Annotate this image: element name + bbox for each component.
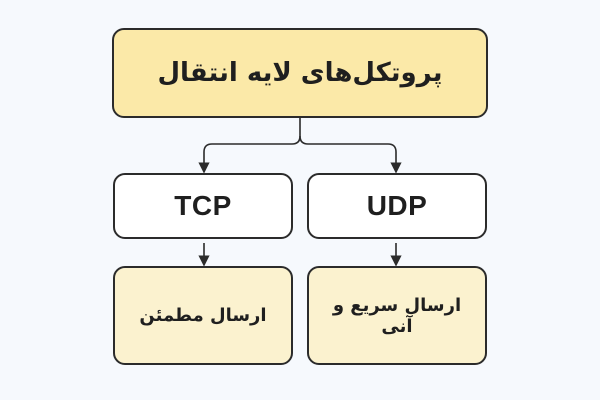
tcp-node: TCP	[113, 173, 293, 239]
udp-node: UDP	[307, 173, 487, 239]
udp-description-label: ارسال سریع و آنی	[332, 294, 462, 337]
udp-description-node: ارسال سریع و آنی	[307, 266, 487, 365]
connector-root-to-tcp	[198, 118, 301, 174]
connector-root-to-udp	[299, 135, 402, 174]
root-node-label: پروتکل‌های لایه انتقال	[157, 58, 443, 88]
udp-node-label: UDP	[366, 190, 428, 221]
root-node: پروتکل‌های لایه انتقال	[112, 28, 488, 118]
tcp-description-label: ارسال مطمئن	[139, 305, 267, 326]
tcp-node-label: TCP	[174, 190, 232, 221]
tcp-description-node: ارسال مطمئن	[113, 266, 293, 365]
